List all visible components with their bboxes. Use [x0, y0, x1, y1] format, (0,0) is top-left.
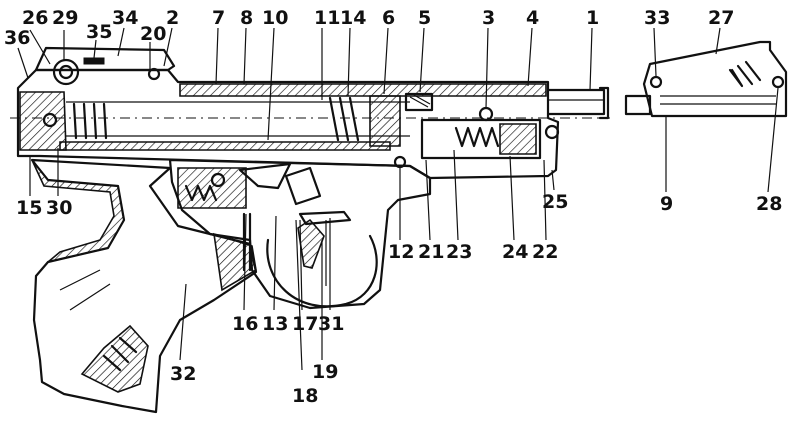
main-spring [72, 102, 108, 140]
label-12: 12 [388, 241, 414, 263]
label-16: 16 [232, 313, 258, 335]
label-30: 30 [46, 197, 72, 219]
label-32: 32 [170, 363, 196, 385]
label-33: 33 [644, 7, 670, 29]
label-36: 36 [4, 27, 30, 49]
piston-head [369, 95, 401, 147]
label-19: 19 [312, 361, 338, 383]
label-26: 26 [22, 7, 48, 29]
part-labels: 26 29 34 2 7 8 10 11 14 6 5 3 4 1 33 27 … [4, 7, 782, 407]
label-29: 29 [52, 7, 78, 29]
piston-spring [328, 95, 401, 147]
label-31: 31 [318, 313, 344, 335]
receiver-top-wall [179, 83, 547, 97]
transfer-chamber [420, 106, 560, 160]
label-17: 17 [292, 313, 318, 335]
label-7: 7 [212, 7, 225, 29]
label-14: 14 [340, 7, 366, 29]
label-6: 6 [382, 7, 395, 29]
label-28: 28 [756, 193, 782, 215]
label-15: 15 [16, 197, 42, 219]
grip [30, 158, 258, 414]
label-1: 1 [586, 7, 599, 29]
label-20: 20 [140, 23, 166, 45]
leader-lines [17, 27, 779, 371]
label-22: 22 [532, 241, 558, 263]
label-4: 4 [526, 7, 539, 29]
sight-screw-35 [83, 57, 105, 65]
label-34: 34 [112, 7, 138, 29]
rear-sight-block [34, 46, 176, 128]
label-27: 27 [708, 7, 734, 29]
label-21: 21 [418, 241, 444, 263]
label-2: 2 [166, 7, 179, 29]
label-5: 5 [418, 7, 431, 29]
front-sight-assembly [624, 40, 788, 118]
label-24: 24 [502, 241, 528, 263]
trigger-guard [266, 234, 378, 308]
label-11: 11 [314, 7, 340, 29]
label-3: 3 [482, 7, 495, 29]
label-23: 23 [446, 241, 472, 263]
label-10: 10 [262, 7, 288, 29]
label-18: 18 [292, 385, 318, 407]
label-13: 13 [262, 313, 288, 335]
label-35: 35 [86, 21, 112, 43]
grip-frame-edge [31, 159, 125, 263]
trigger [297, 218, 325, 269]
barrel [546, 86, 610, 120]
sear-lever [238, 162, 292, 190]
transfer-port [404, 92, 434, 112]
label-9: 9 [660, 193, 673, 215]
label-25: 25 [542, 191, 568, 213]
label-8: 8 [240, 7, 253, 29]
sight-knob [52, 58, 80, 86]
